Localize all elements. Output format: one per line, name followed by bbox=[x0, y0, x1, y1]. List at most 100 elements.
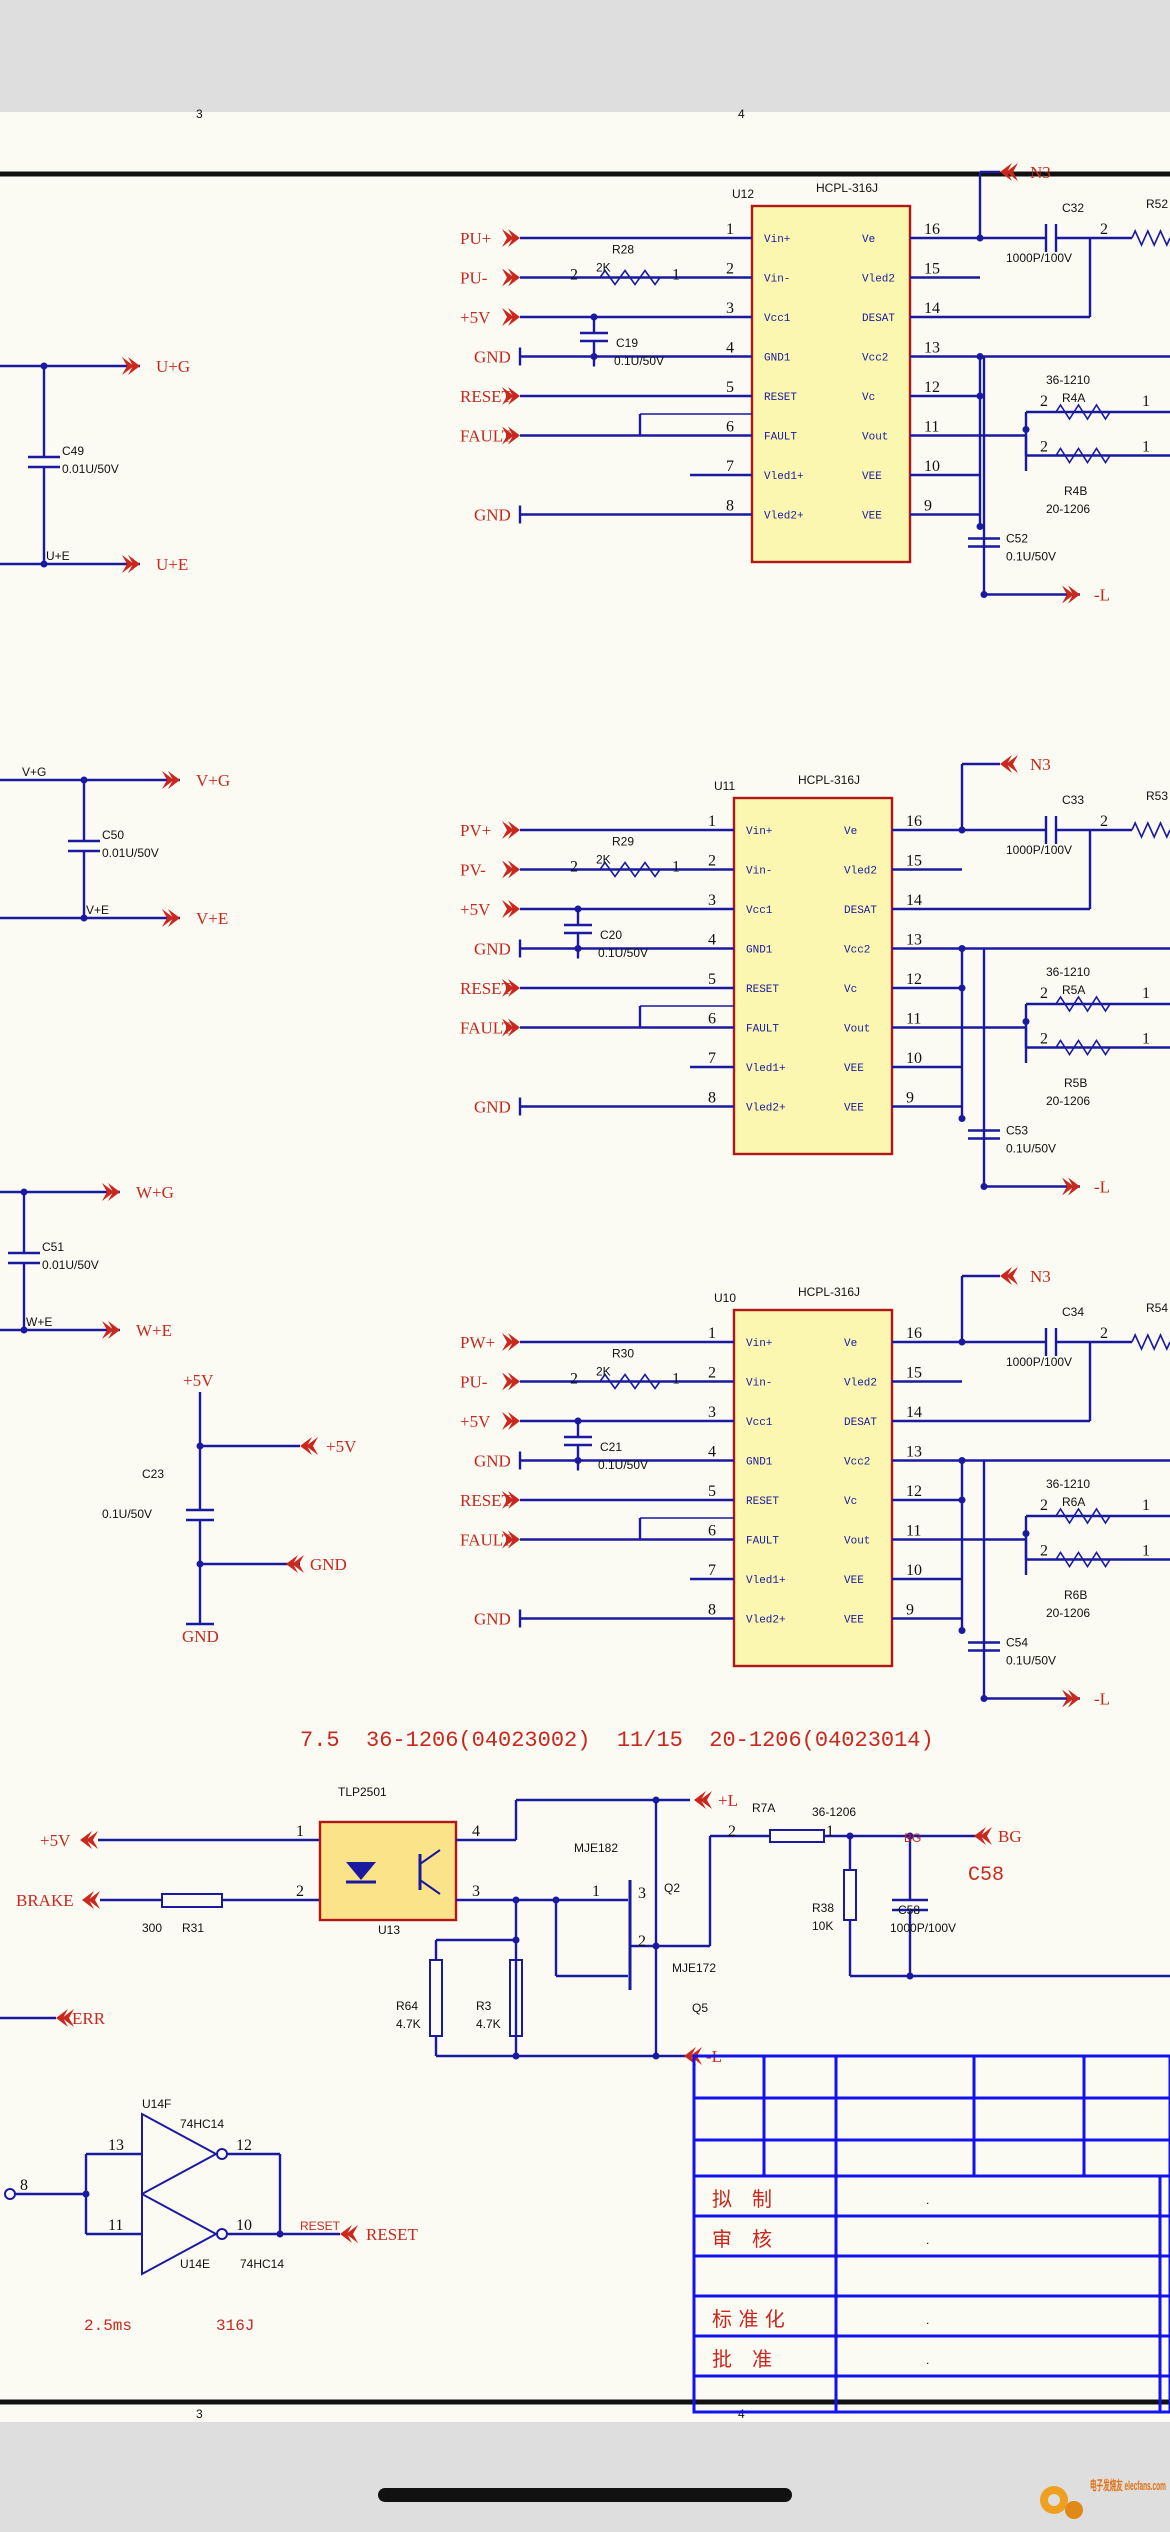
cap-desat-value: 1000P/100V bbox=[1006, 1355, 1072, 1369]
pin-number-left: 8 bbox=[708, 1602, 716, 1619]
title-block: 拟 制.审 核.标 准 化.批 准. bbox=[692, 2054, 1170, 2414]
r-out-top-value: 36-1210 bbox=[1046, 965, 1090, 979]
c23-net-5v: +5V bbox=[326, 1437, 357, 1456]
u14f-part: 74HC14 bbox=[180, 2117, 224, 2131]
pin-number-left: 5 bbox=[708, 1483, 716, 1500]
pin-name-right: Ve bbox=[844, 1338, 857, 1350]
c58-big-label: C58 bbox=[968, 1864, 1004, 1887]
pin-name-right: DESAT bbox=[862, 313, 895, 325]
chip-ref: U11 bbox=[714, 779, 735, 793]
pin-number-right: 10 bbox=[924, 458, 940, 475]
reset-wire-label: RESET bbox=[300, 2219, 341, 2233]
pin-name-left: FAULT bbox=[764, 432, 797, 444]
pin-name-right: VEE bbox=[844, 1575, 864, 1587]
title-row-label: 批 准 bbox=[712, 2347, 772, 2371]
u14f-ref: U14F bbox=[142, 2097, 171, 2111]
c23-net-gnd: GND bbox=[310, 1555, 347, 1574]
pin-number-left: 1 bbox=[708, 813, 716, 830]
q2-part: MJE182 bbox=[574, 1841, 618, 1855]
net-label: PU- bbox=[460, 269, 488, 288]
pin-name-left: Vin- bbox=[746, 1378, 772, 1390]
pin-number-right: 9 bbox=[906, 1602, 914, 1619]
q5-part: MJE172 bbox=[672, 1961, 716, 1975]
net-label: GND bbox=[474, 1610, 511, 1629]
r7a-pin-2: 2 bbox=[728, 1823, 736, 1840]
q5-ref: Q5 bbox=[692, 2001, 708, 2015]
left-capacitors: U+GU+EC490.01U/50VU+EV+GV+EC500.01U/50VV… bbox=[0, 357, 230, 1340]
home-indicator[interactable] bbox=[378, 2488, 792, 2502]
pin-number-right: 10 bbox=[906, 1050, 922, 1067]
net-label: PU+ bbox=[460, 229, 491, 248]
title-row-label: 审 核 bbox=[712, 2227, 772, 2251]
cap-desat-ref: C34 bbox=[1062, 1305, 1084, 1319]
reset-net: RESET bbox=[366, 2225, 419, 2244]
net-label: PW+ bbox=[460, 1333, 495, 1352]
res-in-pin2: 1 bbox=[672, 1371, 680, 1388]
border-tick-4: 4 bbox=[738, 107, 745, 121]
net-label: +5V bbox=[460, 900, 491, 919]
net-label: GND bbox=[474, 940, 511, 959]
res-in-value: 2K bbox=[596, 261, 611, 275]
pin-name-right: DESAT bbox=[844, 1417, 877, 1429]
res-in-value: 2K bbox=[596, 853, 611, 867]
net-label: GND bbox=[474, 1452, 511, 1471]
opto-ref: U13 bbox=[378, 1923, 400, 1937]
r-out-bot-ref: R5B bbox=[1064, 1076, 1087, 1090]
pin-name-right: Vc bbox=[844, 1496, 857, 1508]
r7a-ref: R7A bbox=[752, 1801, 775, 1815]
pin-number-left: 2 bbox=[708, 853, 716, 870]
net-bottom: U+E bbox=[156, 555, 188, 574]
net-label: GND bbox=[474, 1098, 511, 1117]
r38-ref: R38 bbox=[812, 1901, 834, 1915]
net-label: RESET bbox=[460, 1491, 513, 1510]
pin-name-right: Vc bbox=[862, 392, 875, 404]
pin-name-left: Vled1+ bbox=[764, 471, 804, 483]
pin-number-right: 14 bbox=[906, 892, 922, 909]
pin-number-left: 7 bbox=[708, 1050, 716, 1067]
brake-net-bg: BG bbox=[998, 1827, 1022, 1846]
r7a-pin-1: 1 bbox=[826, 1823, 834, 1840]
cap-desat-ref: C32 bbox=[1062, 201, 1084, 215]
pin-number-right: 13 bbox=[906, 932, 922, 949]
pin-name-left: Vin- bbox=[746, 866, 772, 878]
res-in-pin2: 1 bbox=[672, 267, 680, 284]
r31-value: 300 bbox=[142, 1921, 162, 1935]
chip-ref: U12 bbox=[732, 187, 754, 201]
cap-vcc-value: 0.1U/50V bbox=[598, 1458, 648, 1472]
bottom-bar bbox=[0, 2422, 1170, 2532]
pin-name-right: Vcc2 bbox=[844, 945, 870, 957]
title-row-label: 标 准 化 bbox=[712, 2307, 785, 2331]
net-label: +5V bbox=[460, 308, 491, 327]
pin-number-right: 12 bbox=[924, 379, 940, 396]
r64-ref: R64 bbox=[396, 1999, 418, 2013]
pin-name-left: Vcc1 bbox=[764, 313, 791, 325]
border-tick-4-bottom: 4 bbox=[738, 2407, 745, 2421]
r38-value: 10K bbox=[812, 1919, 833, 1933]
pin-number-left: 7 bbox=[708, 1562, 716, 1579]
pin-number-right: 11 bbox=[906, 1523, 921, 1540]
watermark-text: 电子发烧友 elecfans.com bbox=[1090, 2478, 1166, 2493]
net-label: GND bbox=[474, 348, 511, 367]
net-top: U+G bbox=[156, 357, 190, 376]
net-label: +5V bbox=[460, 1412, 491, 1431]
wire-label-bottom: U+E bbox=[46, 549, 70, 563]
pin-name-right: VEE bbox=[844, 1103, 864, 1115]
c23-top-label: +5V bbox=[183, 1371, 214, 1390]
brake-net-brake: BRAKE bbox=[16, 1891, 74, 1910]
title-row-value: . bbox=[926, 2193, 929, 2207]
pin-name-left: GND1 bbox=[764, 353, 791, 365]
r64-value: 4.7K bbox=[396, 2017, 421, 2031]
r-out-bot-value: 20-1206 bbox=[1046, 502, 1090, 516]
net-label: RESET bbox=[460, 979, 513, 998]
pin-name-right: Vcc2 bbox=[844, 1457, 870, 1469]
r-out-bot-ref: R4B bbox=[1064, 484, 1087, 498]
watermark-logo: 电子发烧友 elecfans.com bbox=[1040, 2478, 1166, 2519]
pin-number-left: 3 bbox=[708, 1404, 716, 1421]
net-label: FAULT bbox=[460, 1531, 513, 1550]
opto-part: TLP2501 bbox=[338, 1785, 387, 1799]
